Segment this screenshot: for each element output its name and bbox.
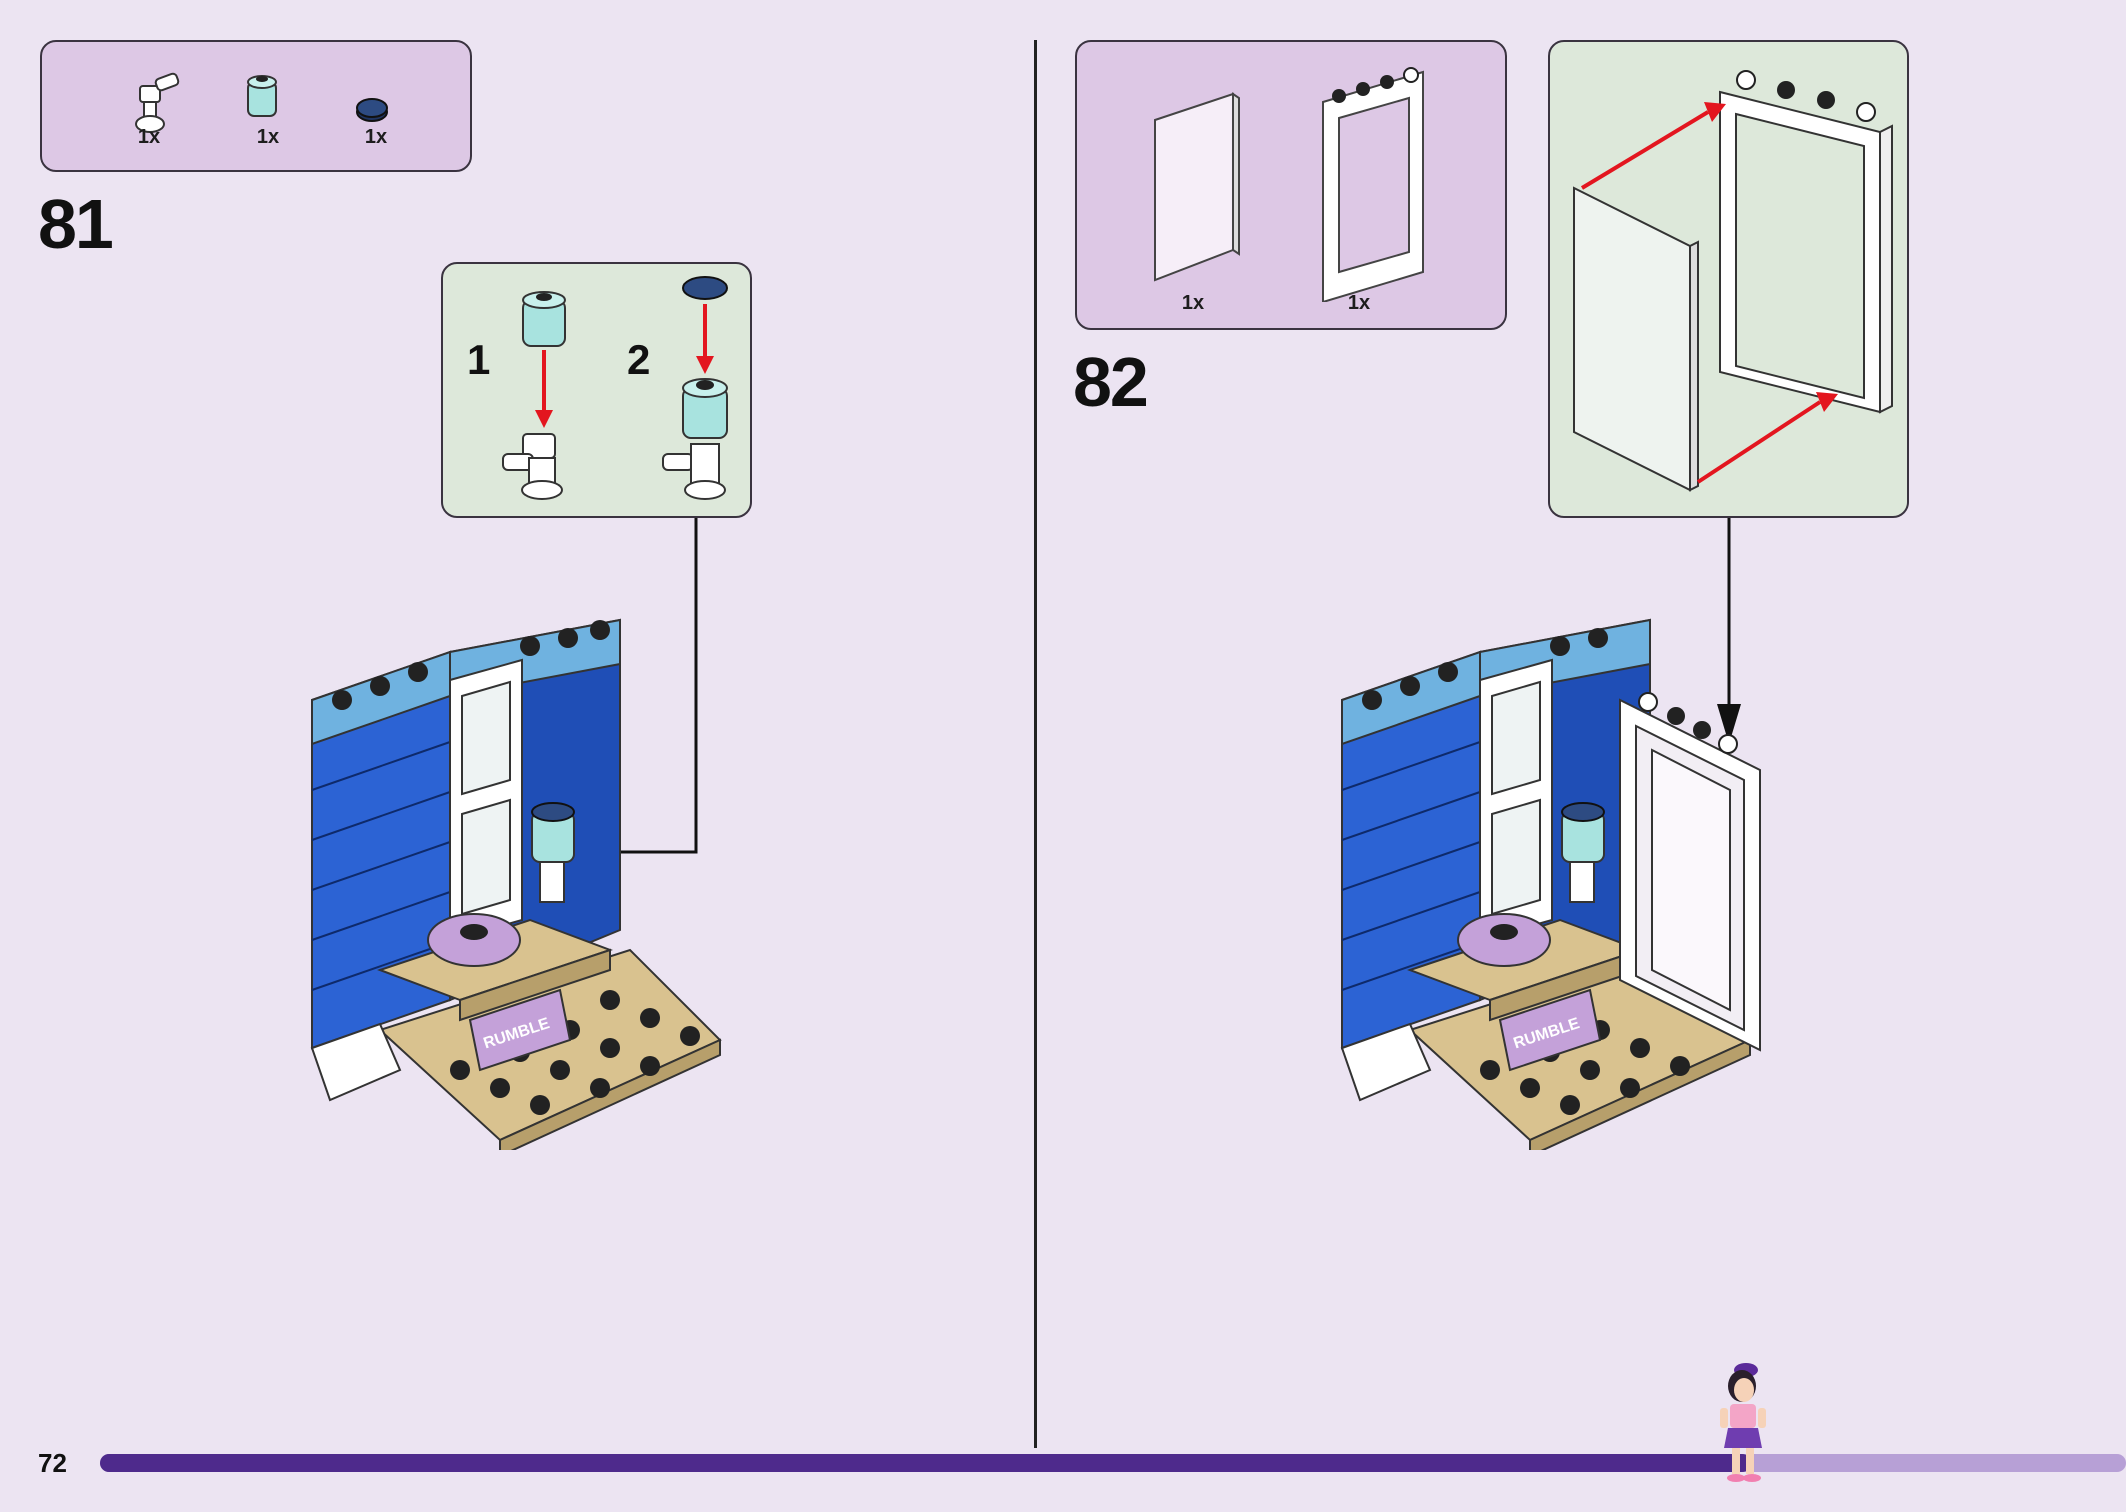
round-brick-part-icon	[247, 75, 277, 117]
step-81-subassembly-box: 1 2	[441, 262, 752, 518]
callout-arrow	[1717, 518, 1741, 744]
part-qty: 1x	[137, 126, 161, 148]
step-number: 82	[1073, 343, 1149, 421]
step-82-subassembly-box	[1548, 40, 1909, 518]
model-assembly-illustration: RUMBLE	[310, 618, 722, 1150]
step-82-parts-box: 1x 1x	[1075, 40, 1507, 330]
substep-illustration	[502, 276, 728, 500]
glass-pane-part-icon	[1154, 92, 1240, 282]
substep-number: 1	[467, 336, 491, 383]
subassembly-illustration	[1573, 70, 1893, 492]
part-qty: 1x	[1181, 292, 1205, 314]
part-qty: 1x	[364, 126, 388, 148]
minifigure-mascot-icon	[1720, 1363, 1766, 1482]
progress-bar-fill	[100, 1454, 1751, 1472]
page-divider	[1034, 40, 1037, 1448]
faucet-part-icon	[135, 72, 180, 133]
step-81-parts-box: 1x 1x 1x	[40, 40, 472, 172]
substep-number: 2	[627, 336, 651, 383]
part-qty: 1x	[1347, 292, 1371, 314]
page-number: 72	[38, 1448, 67, 1478]
part-qty: 1x	[256, 126, 280, 148]
step-number: 81	[38, 185, 114, 263]
window-frame-part-icon	[1322, 67, 1424, 302]
model-assembly-illustration: RUMBLE	[1340, 618, 1761, 1150]
round-tile-part-icon	[356, 98, 388, 122]
